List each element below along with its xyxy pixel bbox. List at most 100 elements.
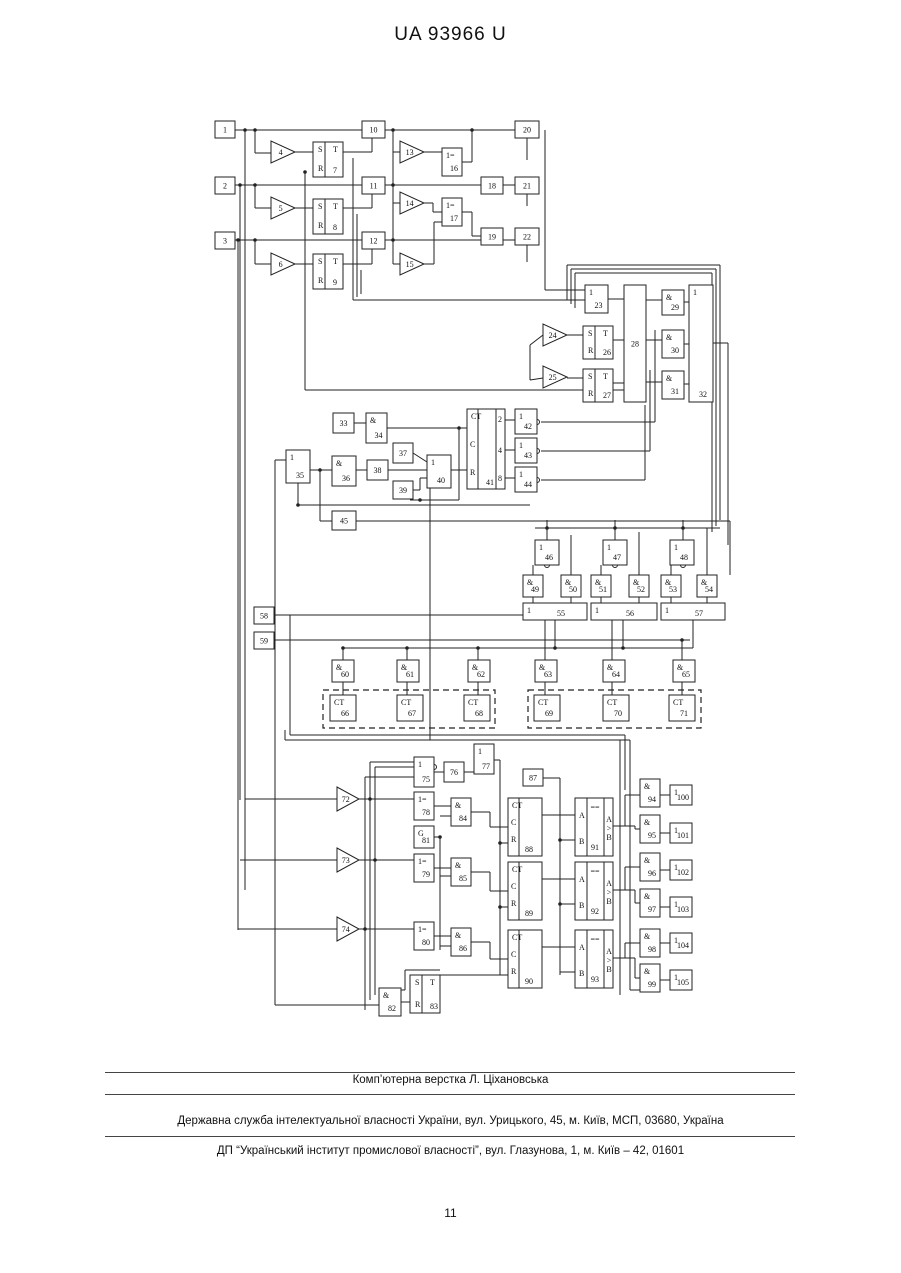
block-101: 1101 [670, 823, 692, 843]
svg-text:32: 32 [699, 390, 707, 399]
svg-text:A: A [606, 815, 612, 824]
svg-text:&: & [644, 856, 651, 865]
svg-text:95: 95 [648, 831, 656, 840]
block-88: CTCR88 [508, 798, 542, 856]
svg-text:104: 104 [677, 941, 689, 950]
svg-text:R: R [318, 221, 324, 230]
svg-text:100: 100 [677, 793, 689, 802]
block-39: 39 [393, 481, 413, 499]
block-32: 132 [689, 285, 713, 402]
block-27: SRT27 [583, 369, 613, 402]
block-3: 3 [215, 232, 235, 249]
block-48: 148 [670, 540, 694, 565]
block-56: 156 [591, 603, 657, 620]
block-70: CT70 [603, 695, 629, 721]
block-16: 1=16 [442, 148, 462, 176]
svg-text:1: 1 [418, 760, 422, 769]
block-34: &34 [366, 413, 387, 443]
svg-text:45: 45 [340, 517, 348, 526]
svg-text:&: & [370, 416, 377, 425]
svg-text:1=: 1= [446, 151, 455, 160]
svg-text:&: & [644, 932, 651, 941]
block-9: SRT9 [313, 254, 343, 289]
block-96: &96 [640, 853, 660, 881]
svg-text:R: R [511, 899, 517, 908]
svg-text:39: 39 [399, 486, 407, 495]
block-28: 28 [624, 285, 646, 402]
svg-text:52: 52 [637, 585, 645, 594]
svg-text:75: 75 [422, 775, 430, 784]
svg-text:1: 1 [665, 606, 669, 615]
svg-text:1: 1 [478, 747, 482, 756]
svg-text:>: > [607, 956, 612, 965]
svg-text:S: S [415, 978, 419, 987]
block-8: SRT8 [313, 199, 343, 234]
svg-text:38: 38 [374, 466, 382, 475]
block-68: CT68 [464, 695, 490, 721]
svg-text:1: 1 [595, 606, 599, 615]
svg-text:2: 2 [223, 182, 227, 191]
block-78: 1=78 [414, 792, 434, 820]
svg-text:21: 21 [523, 182, 531, 191]
svg-text:99: 99 [648, 980, 656, 989]
block-69: CT69 [534, 695, 560, 721]
svg-text:&: & [455, 801, 462, 810]
footer-rule-middle [105, 1094, 795, 1095]
block-73: 73 [337, 848, 359, 872]
block-95: &95 [640, 815, 660, 843]
block-25-label: 25 [549, 373, 557, 382]
block-31: &31 [662, 371, 684, 399]
block-89: CTCR89 [508, 862, 542, 920]
block-6: 6 [271, 253, 295, 275]
block-38: 38 [367, 460, 388, 480]
svg-text:97: 97 [648, 905, 656, 914]
svg-text:94: 94 [648, 795, 656, 804]
block-12: 12 [362, 232, 385, 249]
svg-text:55: 55 [557, 609, 565, 618]
svg-text:CT: CT [512, 933, 522, 942]
block-65: &65 [673, 660, 695, 682]
svg-text:85: 85 [459, 874, 467, 883]
block-15-label: 15 [406, 260, 414, 269]
block-93: AB==A>B93 [575, 930, 613, 988]
svg-text:87: 87 [529, 774, 537, 783]
block-4-label: 4 [279, 148, 283, 157]
svg-text:68: 68 [475, 709, 483, 718]
block-73-label: 73 [342, 856, 350, 865]
svg-text:84: 84 [459, 814, 467, 823]
svg-text:==: == [590, 935, 600, 944]
svg-text:A: A [579, 875, 585, 884]
svg-text:&: & [666, 374, 673, 383]
block-72: 72 [337, 787, 359, 811]
block-47: 147 [603, 540, 627, 565]
block-60: &60 [332, 660, 354, 682]
block-54: &54 [697, 575, 717, 597]
block-45: 45 [332, 511, 356, 530]
block-61: &61 [397, 660, 419, 682]
svg-text:>: > [607, 888, 612, 897]
svg-text:1: 1 [589, 288, 593, 297]
svg-text:30: 30 [671, 346, 679, 355]
svg-text:1=: 1= [418, 795, 427, 804]
block-102: 1102 [670, 860, 692, 880]
svg-text:12: 12 [370, 237, 378, 246]
svg-text:9: 9 [333, 278, 337, 287]
svg-text:16: 16 [450, 164, 458, 173]
svg-text:8: 8 [333, 223, 337, 232]
block-49: &49 [523, 575, 543, 597]
svg-text:&: & [644, 967, 651, 976]
layout-credit: Комп’ютерна верстка Л. Ціхановська [0, 1074, 901, 1086]
svg-text:T: T [430, 978, 435, 987]
svg-text:53: 53 [669, 585, 677, 594]
svg-text:101: 101 [677, 831, 689, 840]
svg-text:80: 80 [422, 938, 430, 947]
svg-text:70: 70 [614, 709, 622, 718]
svg-text:81: 81 [422, 836, 430, 845]
svg-text:==: == [590, 803, 600, 812]
svg-text:1: 1 [519, 412, 523, 421]
svg-text:88: 88 [525, 845, 533, 854]
svg-text:19: 19 [488, 233, 496, 242]
svg-text:1: 1 [607, 543, 611, 552]
svg-text:26: 26 [603, 348, 611, 357]
svg-text:61: 61 [406, 670, 414, 679]
